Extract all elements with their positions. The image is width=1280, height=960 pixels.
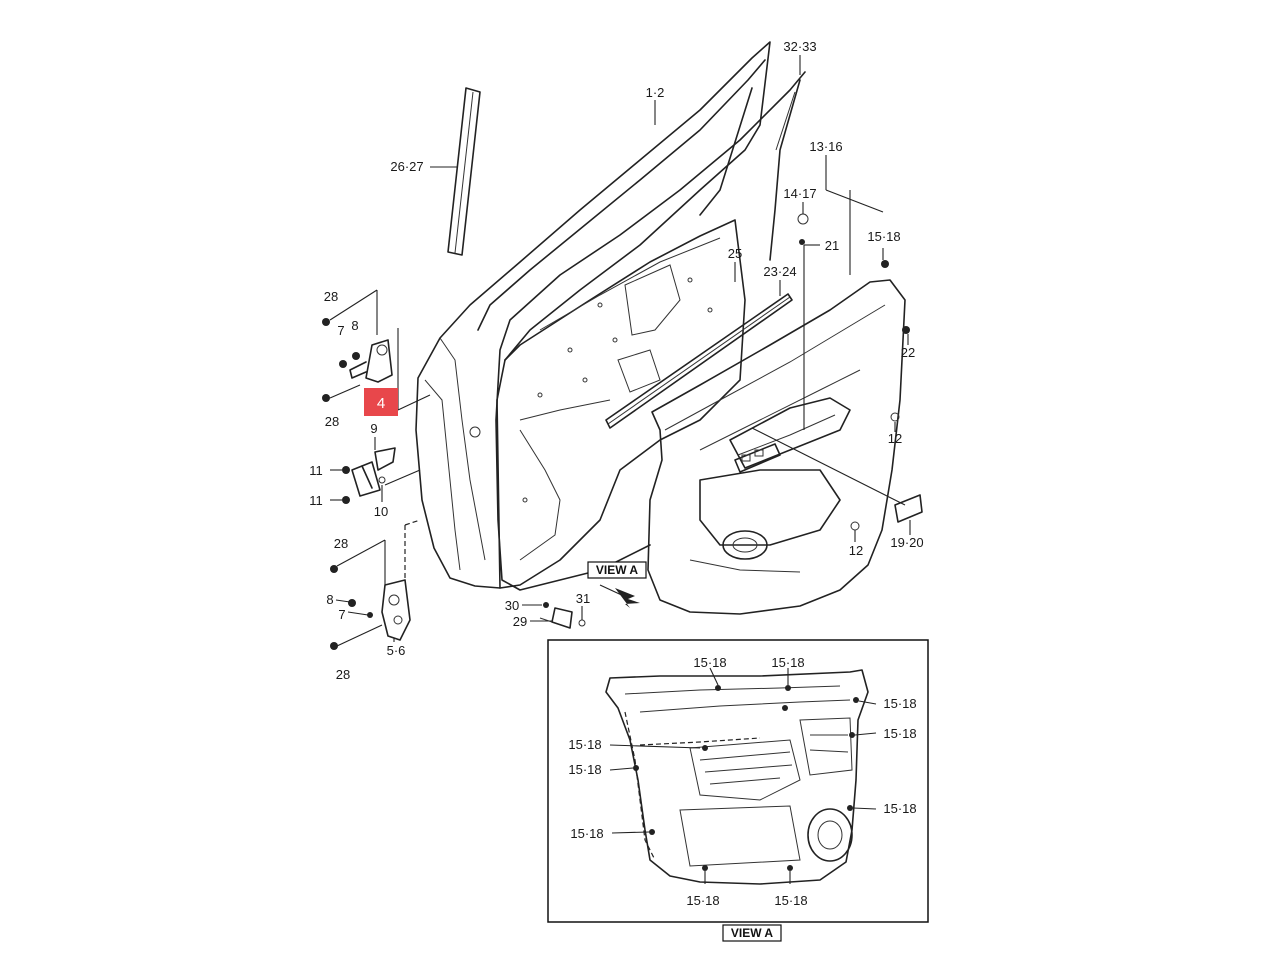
label-30: 30 xyxy=(505,598,519,613)
label-10: 10 xyxy=(374,504,388,519)
label-19-20: 19·20 xyxy=(890,535,923,550)
inset-clip-label: 15·18 xyxy=(883,696,916,711)
label-11-a: 11 xyxy=(309,463,323,478)
label-22: 22 xyxy=(901,345,915,360)
svg-text:VIEW A: VIEW A xyxy=(596,563,639,577)
inset-clip-label: 15·18 xyxy=(883,801,916,816)
inset-clip-label: 15·18 xyxy=(774,893,807,908)
label-28-d: 28 xyxy=(336,667,350,682)
label-13-16: 13·16 xyxy=(809,139,842,154)
label-5-6: 5·6 xyxy=(387,643,406,658)
label-29: 29 xyxy=(513,614,527,629)
label-8-b: 8 xyxy=(326,592,333,607)
view-a-inset: 15·18 15·18 15·18 15·18 15·18 15·18 15·1… xyxy=(547,639,929,923)
label-1-2: 1·2 xyxy=(646,85,665,100)
label-25: 25 xyxy=(728,246,742,261)
label-12-lower: 12 xyxy=(849,543,863,558)
fasteners xyxy=(322,213,910,650)
label-8-a: 8 xyxy=(351,318,358,333)
inset-clip-label: 15·18 xyxy=(686,893,719,908)
label-28-a: 28 xyxy=(324,289,338,304)
highlight-badge: 4 xyxy=(364,388,398,416)
bracket xyxy=(539,607,573,629)
upper-hinge xyxy=(349,339,393,383)
inset-clip-label: 15·18 xyxy=(570,826,603,841)
lower-hinge xyxy=(381,579,411,641)
label-28-c: 28 xyxy=(334,536,348,551)
svg-text:VIEW A: VIEW A xyxy=(731,926,774,940)
part-labels: 1·2 32·33 26·27 13·16 14·17 15·18 21 25 … xyxy=(309,39,923,682)
trim-piece xyxy=(894,494,923,523)
label-7-a: 7 xyxy=(337,323,344,338)
label-31: 31 xyxy=(576,591,590,606)
view-a-inset-title: VIEW A xyxy=(722,924,782,942)
inset-clip-label: 15·18 xyxy=(771,655,804,670)
label-15-18: 15·18 xyxy=(867,229,900,244)
inset-clip-label: 15·18 xyxy=(568,762,601,777)
door-shell xyxy=(415,41,771,589)
door-weatherstrip xyxy=(495,71,806,591)
label-9: 9 xyxy=(370,421,377,436)
leader-lines xyxy=(329,55,911,647)
inset-clip-label: 15·18 xyxy=(693,655,726,670)
belt-moulding xyxy=(605,293,793,429)
inset-clip-label: 15·18 xyxy=(883,726,916,741)
door-trim-panel xyxy=(647,279,906,615)
svg-text:4: 4 xyxy=(377,395,385,412)
label-14-17: 14·17 xyxy=(783,186,816,201)
view-a-arrow xyxy=(599,584,640,608)
label-26-27: 26·27 xyxy=(390,159,423,174)
label-23-24: 23·24 xyxy=(763,264,796,279)
label-28-b: 28 xyxy=(325,414,339,429)
label-7-b: 7 xyxy=(338,607,345,622)
door-trim-moulding xyxy=(447,87,481,256)
label-12-upper: 12 xyxy=(888,431,902,446)
inset-clip-label: 15·18 xyxy=(568,737,601,752)
label-32-33: 32·33 xyxy=(783,39,816,54)
door-check xyxy=(351,447,396,497)
label-11-b: 11 xyxy=(309,493,323,508)
view-a-main-label: VIEW A xyxy=(587,561,647,579)
label-21: 21 xyxy=(825,238,839,253)
